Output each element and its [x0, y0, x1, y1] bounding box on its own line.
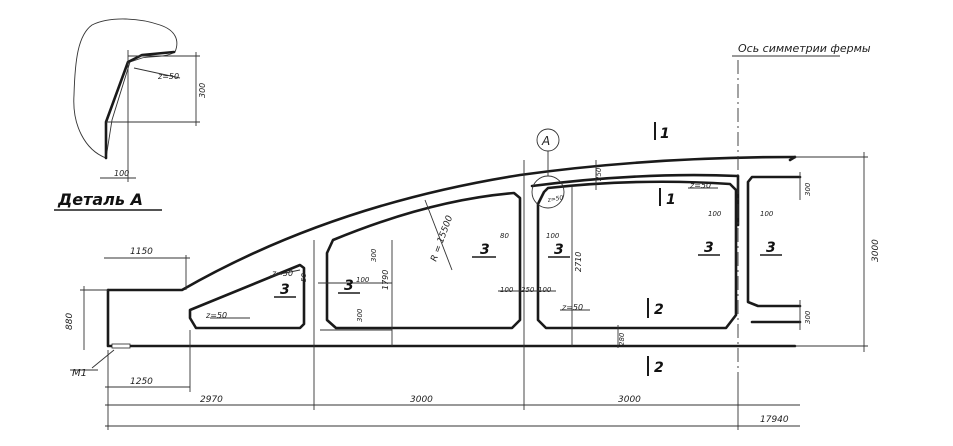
- z-label-3: z=50: [561, 303, 583, 312]
- detail-a-dim-300: 300: [198, 83, 207, 98]
- dim-250-top: 250: [595, 167, 603, 181]
- dim-2970: 2970: [200, 395, 223, 405]
- callout-a-label: А: [541, 134, 550, 148]
- dim-1790: 1790: [381, 270, 390, 290]
- panel-label-6: 3: [766, 240, 776, 256]
- dim-2710: 2710: [574, 252, 583, 272]
- detail-a-breakline: [73, 18, 178, 159]
- mark-leader: [91, 349, 115, 369]
- opening-panel-1: [188, 263, 306, 330]
- section-label-2-bottom: 2: [654, 360, 664, 376]
- section-label-1-top: 1: [660, 126, 670, 142]
- dim-1150: 1150: [130, 247, 153, 257]
- dim-300-b: 300: [356, 308, 364, 322]
- dim-50: 50: [300, 273, 308, 282]
- detail-a-dim-100: 100: [114, 169, 129, 178]
- dim-100-e: 100: [708, 210, 722, 218]
- dim-80: 80: [500, 232, 509, 240]
- dim-100-d: 100: [356, 276, 370, 284]
- opening-panel-3: [536, 180, 738, 330]
- panel-label-5: 3: [704, 240, 714, 256]
- z-label-2: z=50: [271, 269, 293, 278]
- dim-100-a: 100: [500, 286, 514, 294]
- dim-17940: 17940: [760, 415, 789, 425]
- top-chord-inner: [530, 173, 740, 188]
- z-label-5: z=50: [546, 194, 564, 204]
- section-label-2-top: 2: [654, 302, 664, 318]
- dim-3000-b: 3000: [618, 395, 641, 405]
- dim-100-c: 100: [546, 232, 560, 240]
- section-label-1-bottom: 1: [666, 192, 676, 208]
- panel-openings: [188, 175, 802, 330]
- dim-280: 280: [618, 332, 626, 346]
- support-plate: [111, 343, 131, 349]
- detail-a-z-label: z=50: [157, 72, 179, 81]
- panel-label-4: 3: [554, 242, 564, 258]
- detail-a: z=50 300 100: [73, 18, 207, 182]
- z-label-1: z=50: [205, 311, 227, 320]
- panel-labels: 3 3 3 3 3 3: [274, 240, 782, 298]
- dim-3000-a: 3000: [410, 395, 433, 405]
- dim-300-d: 300: [804, 310, 812, 324]
- opening-panel-4: [746, 175, 802, 324]
- dim-100-b: 100: [538, 286, 552, 294]
- dim-250: 250: [521, 286, 535, 294]
- chord-end: [788, 155, 797, 162]
- panel-label-2: 3: [344, 278, 354, 294]
- mark-label: М1: [72, 368, 87, 379]
- section-marks: 1 1 2 2: [647, 122, 676, 376]
- dim-300-a: 300: [370, 248, 378, 262]
- dim-880: 880: [65, 313, 75, 330]
- dim-3000-vert: 3000: [871, 239, 881, 262]
- z-label-4: z=50: [689, 181, 711, 190]
- detail-title: Деталь А: [57, 190, 143, 209]
- top-chord-outer: [106, 155, 797, 292]
- panel-label-3: 3: [480, 242, 490, 258]
- dim-300-c: 300: [804, 182, 812, 196]
- dimension-texts: 1150 880 1250 2970 3000 3000 17940 3000 …: [65, 167, 881, 425]
- detail-a-leader: [133, 67, 181, 79]
- axis-note: Ось симметрии фермы: [738, 42, 871, 55]
- dim-100-f: 100: [760, 210, 774, 218]
- panel-label-1: 3: [280, 282, 290, 298]
- dimension-lines: [80, 152, 868, 430]
- opening-panel-2: [325, 191, 522, 330]
- dim-1250: 1250: [130, 377, 153, 387]
